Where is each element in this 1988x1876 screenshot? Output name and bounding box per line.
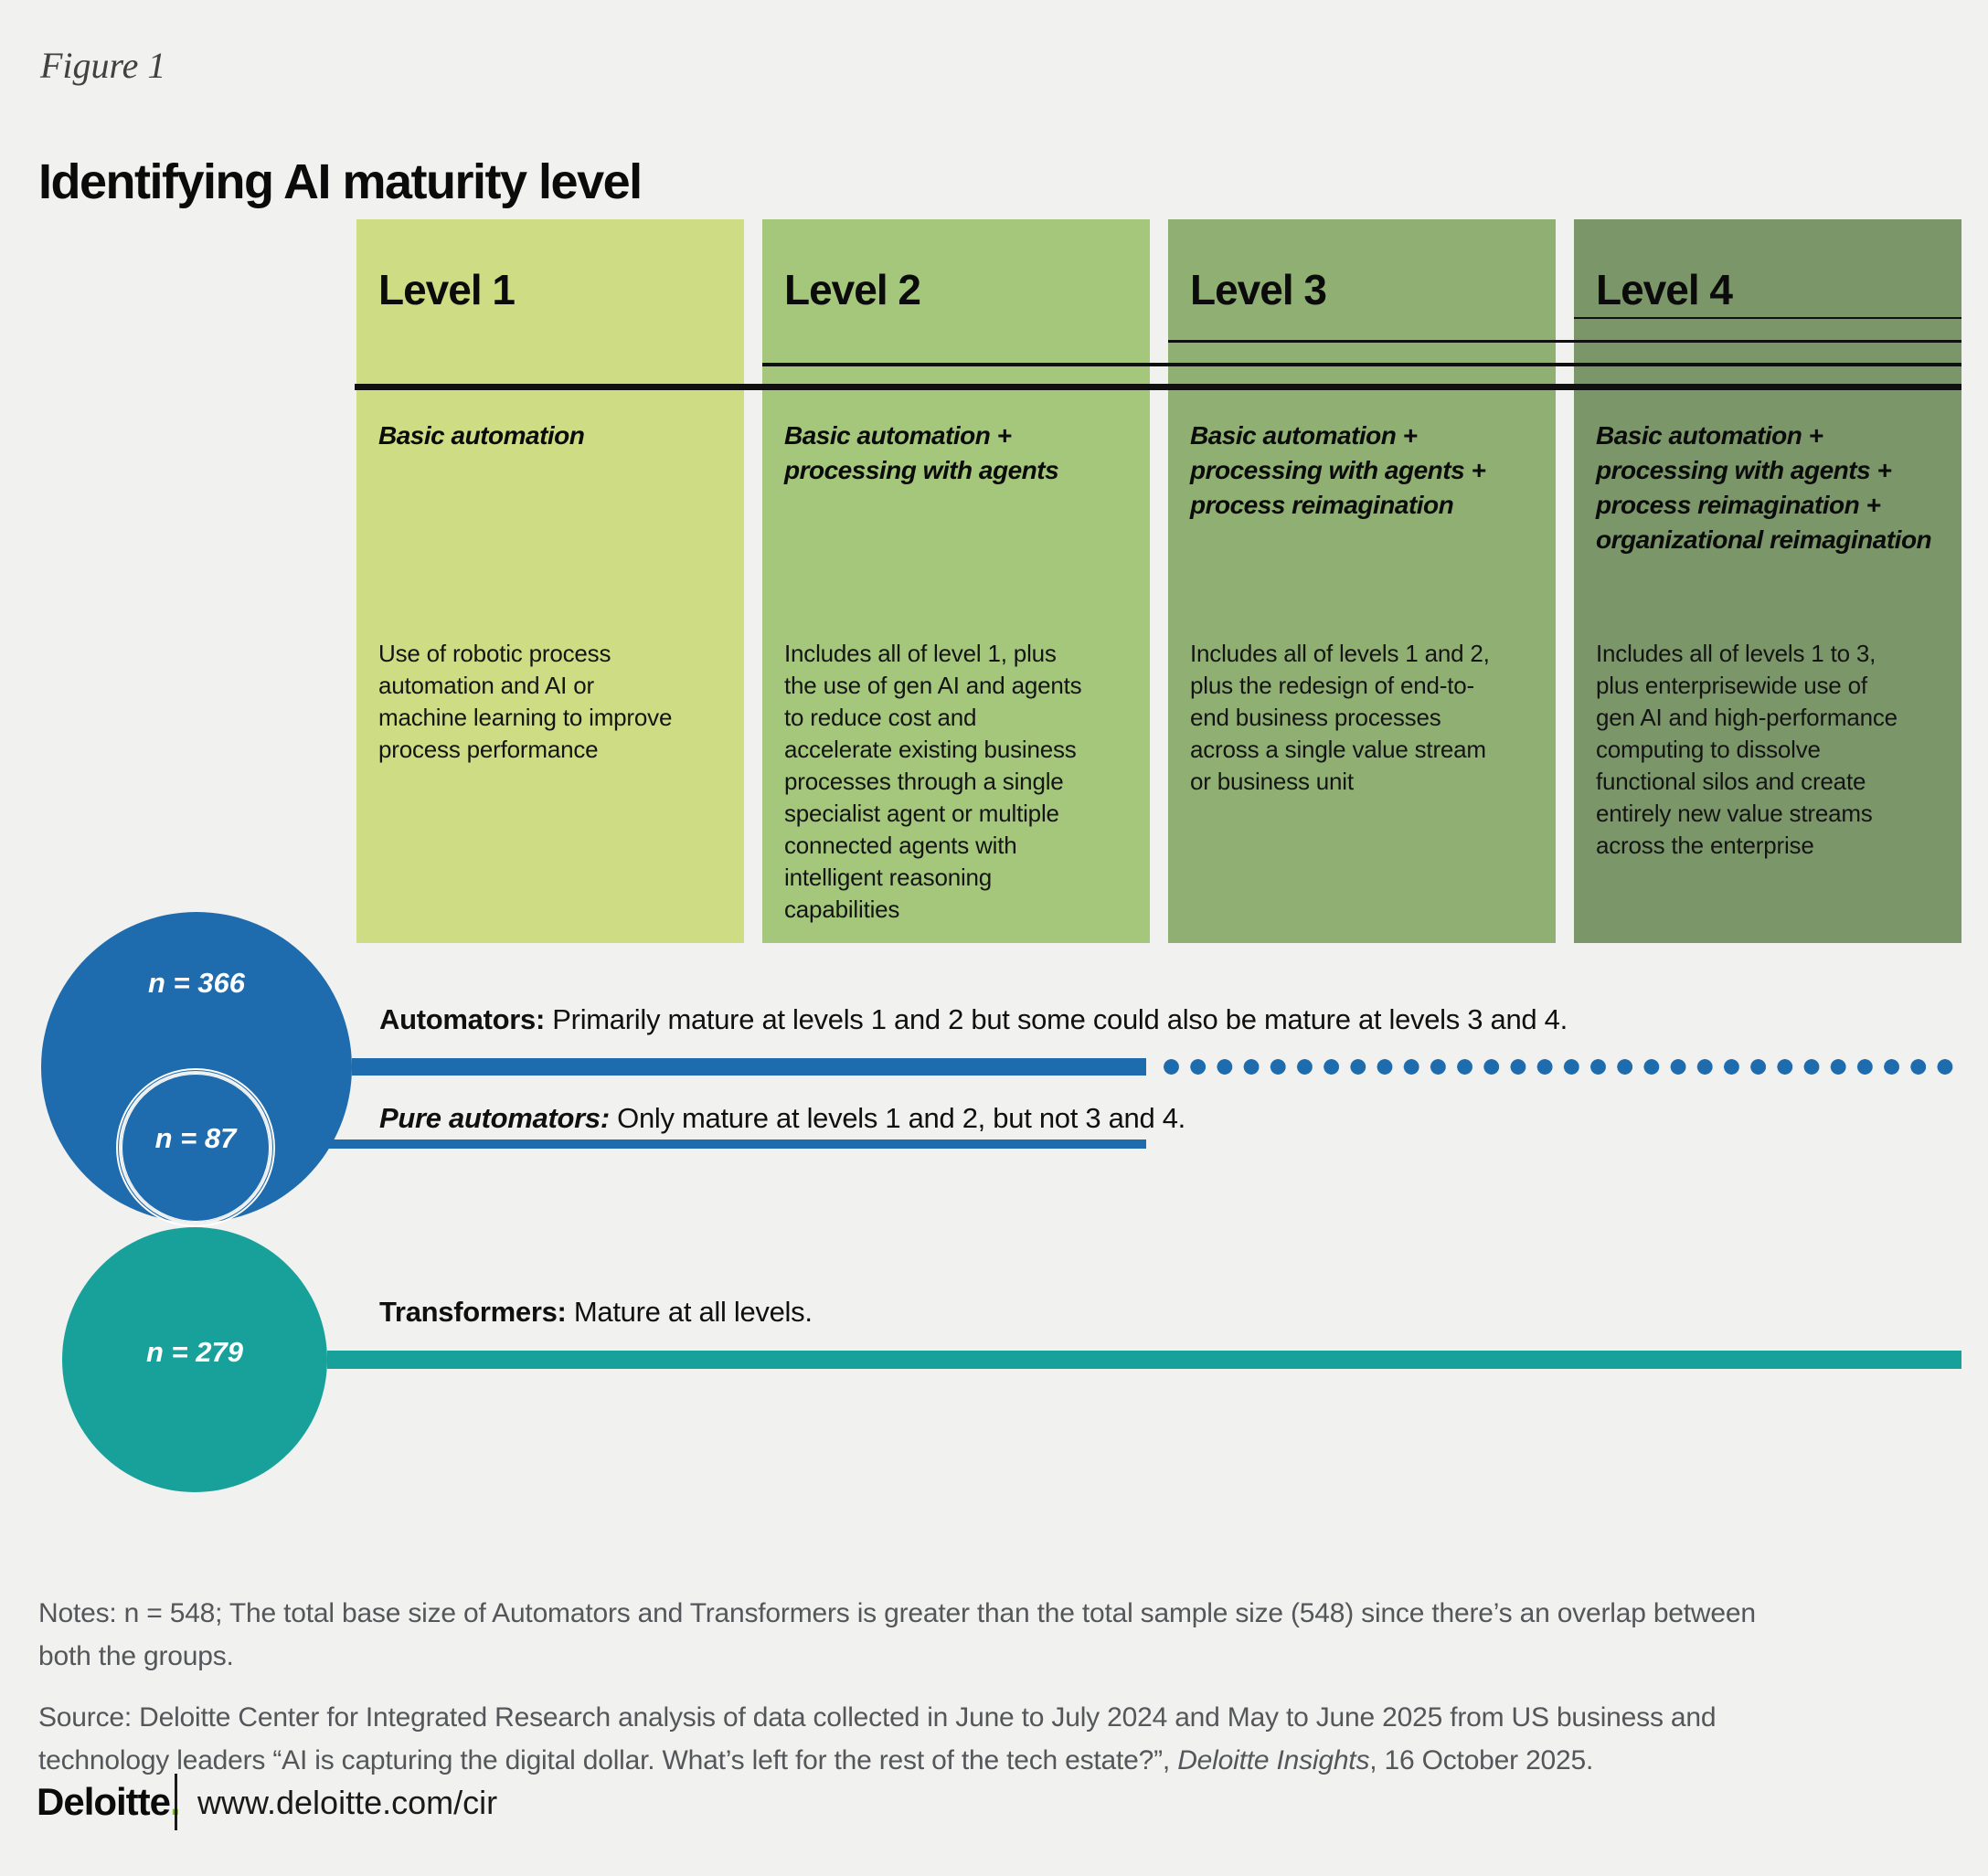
transformers-caption: Transformers: Mature at all levels. [379,1296,813,1329]
automators-caption-label: Automators: [379,1003,545,1035]
transformers-circle [62,1227,327,1492]
automators-caption-text: Primarily mature at levels 1 and 2 but s… [544,1003,1568,1035]
level-3-subtitle: Basic automation + processing with agent… [1190,421,1486,519]
level-4-description: Includes all of levels 1 to 3, plus ente… [1596,640,1898,859]
pure-automators-caption-text: Only mature at levels 1 and 2, but not 3… [609,1102,1185,1134]
pure-automators-caption-label: Pure automators: [379,1102,610,1134]
level-2-rule [762,363,1961,366]
pure-automators-caption: Pure automators: Only mature at levels 1… [379,1102,1185,1135]
level-3-column: Level 3 Basic automation + processing wi… [1168,219,1556,943]
pure-automators-n-label: n = 87 [154,1122,237,1154]
pure-automators-bar [278,1139,1146,1149]
level-1-column: Level 1 Basic automation Use of robotic … [356,219,744,943]
all-levels-rule [355,384,1961,390]
level-2-description: Includes all of level 1, plus the use of… [784,640,1082,923]
level-4-title: Level 4 [1596,266,1733,313]
level-4-column: Level 4 Basic automation + processing wi… [1574,219,1961,943]
source-line-2-text: technology leaders “AI is capturing the … [38,1745,1178,1775]
pure-automators-circle [119,1071,272,1224]
level-3-title: Level 3 [1190,266,1327,313]
source-publication-name: Deloitte Insights [1177,1745,1370,1775]
automators-dotted-bar [1163,1058,1961,1076]
transformers-n-label: n = 279 [146,1336,243,1368]
notes-line-1: Notes: n = 548; The total base size of A… [38,1598,1756,1628]
automators-n-label: n = 366 [148,967,245,999]
level-1-title: Level 1 [378,266,516,313]
source-line-2-date: , 16 October 2025. [1369,1745,1594,1775]
level-3-rule [1168,340,1961,343]
level-1-description: Use of robotic process automation and AI… [378,640,673,763]
footer-url: www.deloitte.com/cir [197,1784,498,1821]
source-line-2: technology leaders “AI is capturing the … [38,1739,1593,1782]
deloitte-logo: Deloitte. [37,1780,181,1824]
source-line-1: Source: Deloitte Center for Integrated R… [38,1702,1717,1733]
transformers-caption-label: Transformers: [379,1296,567,1328]
automators-caption: Automators: Primarily mature at levels 1… [379,1003,1568,1036]
deloitte-logo-text: Deloitte [37,1780,171,1823]
transformers-caption-text: Mature at all levels. [566,1296,813,1328]
notes-line-2: both the groups. [38,1641,234,1671]
level-2-subtitle: Basic automation + processing with agent… [784,421,1059,484]
pure-automators-circle-ring [116,1068,275,1227]
level-3-description: Includes all of levels 1 and 2, plus the… [1190,640,1490,795]
transformers-bar [327,1351,1961,1369]
level-1-subtitle: Basic automation [378,421,585,450]
level-2-column: Level 2 Basic automation + processing wi… [762,219,1150,943]
figure-label: Figure 1 [40,45,166,86]
level-4-subtitle: Basic automation + processing with agent… [1596,421,1932,554]
level-2-title: Level 2 [784,266,921,313]
figure-title: Identifying AI maturity level [38,154,643,209]
automators-bar [352,1058,1146,1076]
level-4-rule [1574,317,1961,319]
footer-divider [175,1774,177,1830]
